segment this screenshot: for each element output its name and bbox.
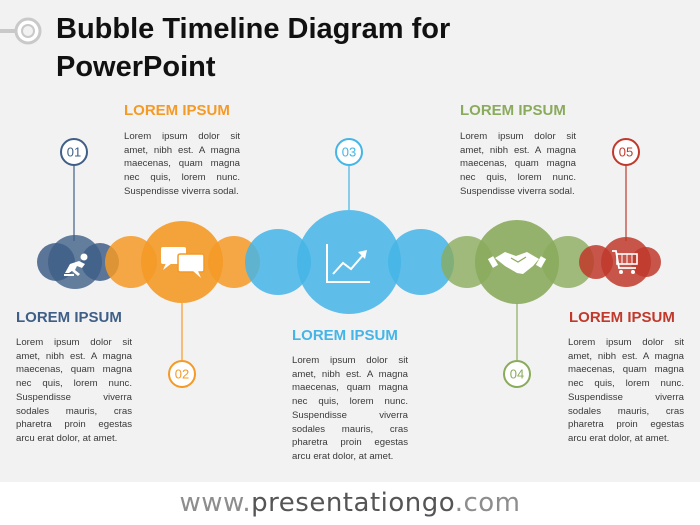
footer: www.presentationgo.com [0,482,700,525]
step-number-04: 04 [510,367,524,382]
chat-bubbles-icon [161,247,205,278]
title-line-1: Bubble Timeline Diagram for [56,13,451,45]
step-heading-04: LOREM IPSUM [460,102,566,119]
step-badge-03: 03 [335,138,363,166]
footer-url-brand: presentationgo [251,488,455,518]
step-heading-05: LOREM IPSUM [569,309,675,326]
step-number-01: 01 [67,145,81,160]
footer-url-suffix: .com [454,488,521,518]
step-badge-05: 05 [612,138,640,166]
step-number-05: 05 [619,145,633,160]
step-text-03: Lorem ipsum dolor sit amet, nibh est. A … [292,355,408,462]
step-text-04: Lorem ipsum dolor sit amet, nibh est. A … [460,131,576,197]
step-heading-02: LOREM IPSUM [124,102,230,119]
step-badge-01: 01 [60,138,88,166]
shopping-cart-icon [612,250,638,274]
step-badge-04: 04 [503,360,531,388]
step-number-02: 02 [175,367,189,382]
pin-decoration-icon [0,17,42,45]
step-text-05: Lorem ipsum dolor sit amet, nibh est. A … [568,337,684,444]
step-number-03: 03 [342,145,356,160]
step-badge-02: 02 [168,360,196,388]
handshake-icon [487,252,547,274]
footer-url-prefix: www. [179,488,252,518]
step-heading-03: LOREM IPSUM [292,327,398,344]
step-text-01: Lorem ipsum dolor sit amet, nibh est. A … [16,337,132,444]
growth-chart-icon [326,244,370,283]
bubble-group-03 [245,210,454,314]
step-heading-01: LOREM IPSUM [16,309,122,326]
bubble-group-05 [579,237,661,287]
footer-url[interactable]: www.presentationgo.com [180,488,521,518]
step-text-02: Lorem ipsum dolor sit amet, nibh est. A … [124,131,240,197]
bubble-group-01 [37,235,119,289]
page-title: Bubble Timeline Diagram for PowerPoint [56,10,656,86]
slide: 01 02 03 04 05 Bubble Timeline Diagram f… [0,0,700,482]
runner-start-icon [64,253,88,276]
title-line-2: PowerPoint [56,51,216,83]
bubble-timeline-graphic: 01 02 03 04 05 [0,17,661,388]
